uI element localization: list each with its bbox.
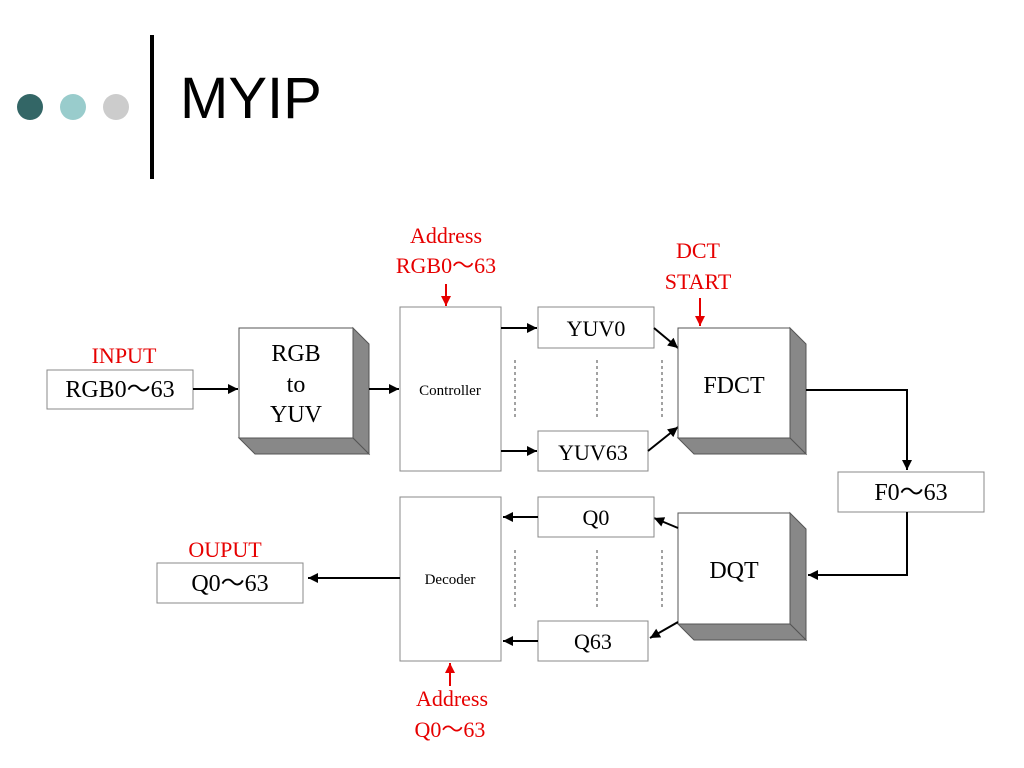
- fdct-block: FDCT: [676, 326, 808, 456]
- output-box-text: Q0～63: [191, 571, 268, 597]
- title-divider: [150, 35, 154, 179]
- bullet-dot-gray: [103, 94, 129, 120]
- dqt-block: DQT: [676, 511, 808, 642]
- arrow-yuv0-to-fdct: [653, 327, 679, 349]
- arrow-fdct-to-f-box: [806, 389, 912, 470]
- q63-text: Q63: [574, 629, 612, 654]
- rgb-to-yuv-block: RGB to YUV: [237, 326, 371, 456]
- decoder-address-line-2: Q0～63: [415, 717, 486, 742]
- yuv63-box: [537, 430, 649, 472]
- fdct-text: FDCT: [703, 373, 765, 399]
- output-label: OUPUT: [188, 537, 262, 562]
- decoder-address-line-1: Address: [416, 686, 488, 711]
- converter-line-1: RGB: [271, 341, 320, 367]
- controller-address-line-1: Address: [410, 223, 482, 248]
- f-box-text: F0～63: [874, 480, 947, 506]
- converter-line-2: to: [287, 372, 306, 398]
- dqt-text: DQT: [709, 558, 759, 584]
- dct-start-line-1: DCT: [676, 238, 721, 263]
- f-box: [837, 471, 985, 513]
- arrow-dqt-to-q63: [649, 621, 679, 639]
- decoder-block: [399, 496, 502, 662]
- output-box: [156, 562, 304, 604]
- arrow-f-box-to-dqt: [808, 512, 908, 580]
- converter-line-3: YUV: [270, 402, 323, 428]
- controller-text: Controller: [419, 383, 481, 399]
- yuv0-text: YUV0: [567, 316, 626, 341]
- input-label: INPUT: [92, 343, 157, 368]
- decoder-text: Decoder: [425, 572, 476, 588]
- controller-block: [399, 306, 502, 472]
- input-box: [46, 369, 194, 410]
- dct-start-line-2: START: [665, 269, 732, 294]
- input-box-text: RGB0～63: [65, 377, 174, 403]
- q0-text: Q0: [583, 505, 610, 530]
- controller-address-line-2: RGB0～63: [396, 253, 496, 278]
- q63-box: [537, 620, 649, 662]
- q0-box: [537, 496, 655, 538]
- bullet-dot-light: [60, 94, 86, 120]
- bullet-dot-dark: [17, 94, 43, 120]
- yuv0-box: [537, 306, 655, 349]
- yuv63-text: YUV63: [558, 440, 628, 465]
- arrow-dqt-to-q0: [653, 517, 679, 529]
- slide-title: MYIP: [180, 66, 322, 131]
- arrow-yuv63-to-fdct: [647, 426, 679, 452]
